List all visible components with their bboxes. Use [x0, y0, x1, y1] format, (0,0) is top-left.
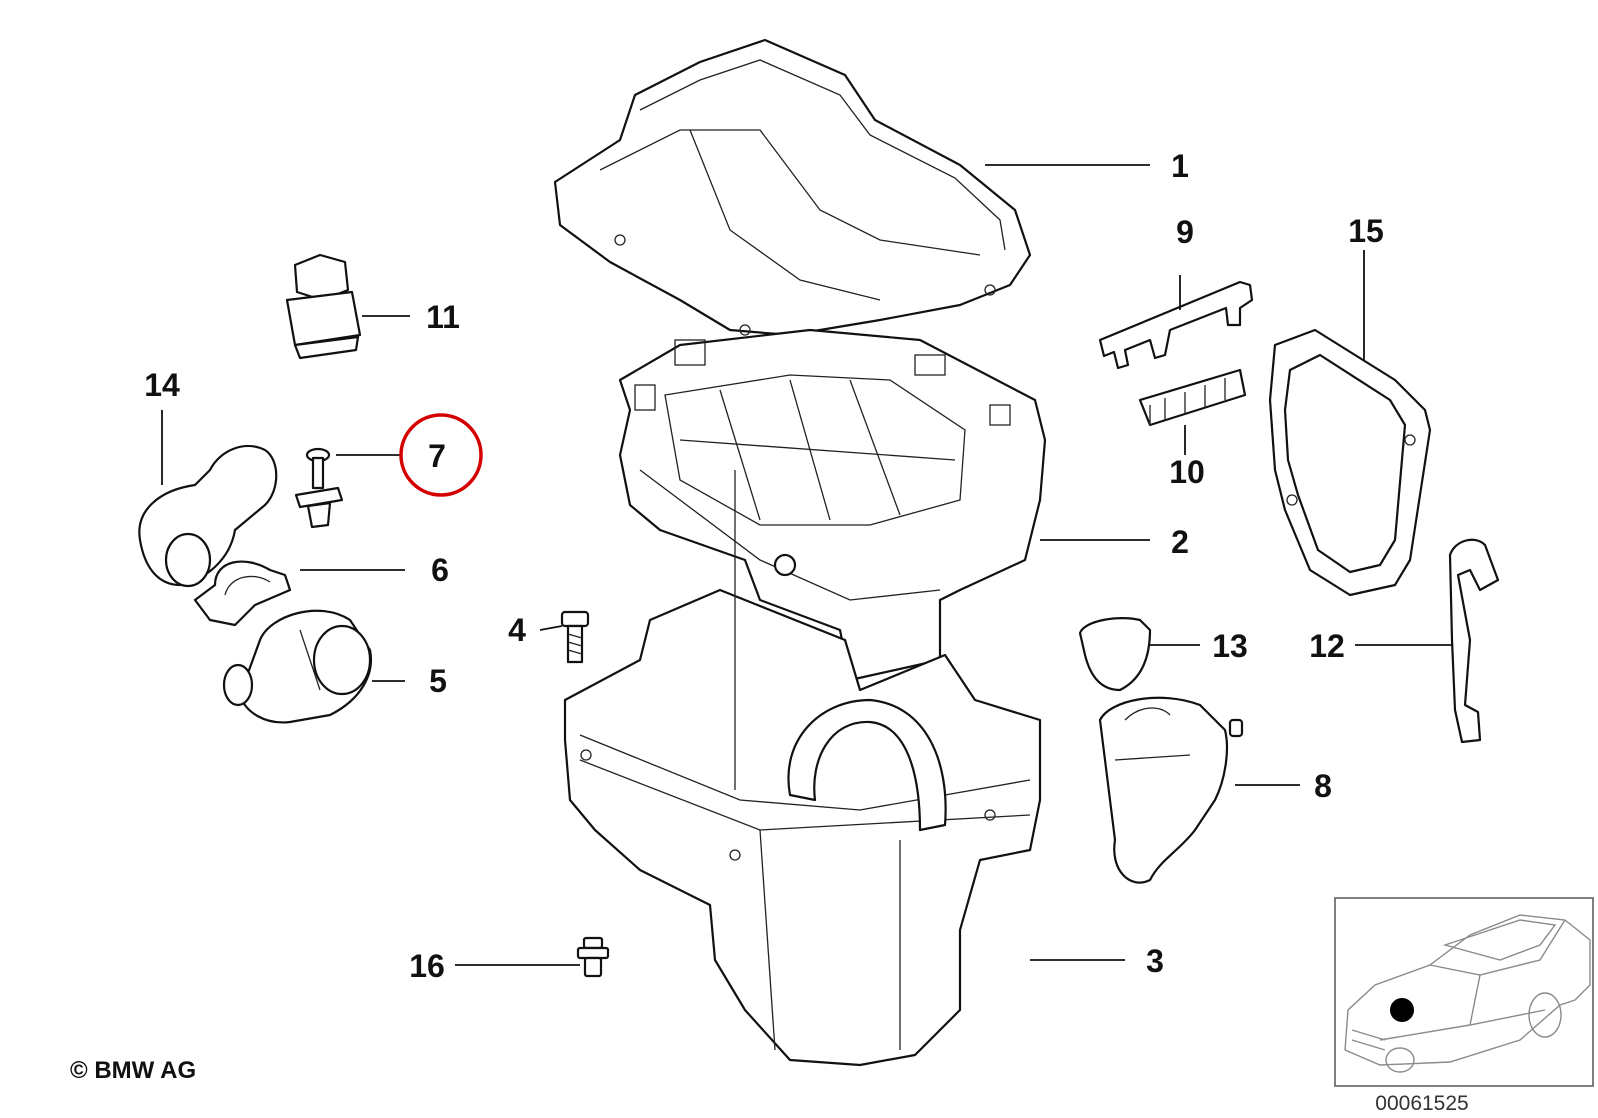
callout-8: 8: [1314, 768, 1332, 804]
car-outline-icon: [1344, 914, 1591, 1073]
part-1-cover: [553, 38, 1032, 337]
highlight-circle: [399, 413, 483, 497]
callout-labels: 1 2 3 4 5 6 7 8 9 10 11 12 13 14 15 16: [144, 148, 1384, 984]
callout-11: 11: [426, 299, 460, 335]
part-8-intake-scoop: [1098, 696, 1244, 884]
callout-13: 13: [1212, 628, 1248, 664]
part-9-strip: [1098, 280, 1254, 370]
part-6-clamp: [193, 560, 292, 627]
locator-inset: 00061525: [1334, 897, 1594, 1115]
part-4-bolt: [560, 610, 590, 664]
callout-4: 4: [508, 612, 526, 648]
callout-16: 16: [409, 948, 445, 984]
callout-1: 1: [1171, 148, 1189, 184]
part-7-push-rivet: [294, 447, 344, 529]
callout-2: 2: [1171, 524, 1189, 560]
part-15-gasket: [1268, 328, 1432, 597]
part-2-upper-housing: [618, 328, 1047, 682]
reference-number: 00061525: [1375, 1092, 1468, 1115]
callout-3: 3: [1146, 943, 1164, 979]
location-marker: [1390, 998, 1414, 1022]
part-10-connector-holder: [1138, 368, 1247, 427]
callout-12: 12: [1309, 628, 1345, 664]
callout-10: 10: [1169, 454, 1205, 490]
callout-14: 14: [144, 367, 180, 403]
part-5-intake-elbow: [222, 609, 373, 724]
callout-5: 5: [429, 663, 447, 699]
part-13-cap: [1078, 617, 1152, 692]
leader-lines: [161, 164, 1452, 966]
part-16-grommet: [576, 936, 610, 978]
callout-9: 9: [1176, 214, 1194, 250]
callout-15: 15: [1348, 213, 1384, 249]
part-14-hose: [138, 445, 278, 588]
callout-7: 7: [428, 438, 446, 474]
part-12-strap: [1448, 538, 1500, 744]
copyright-text: © BMW AG: [70, 1057, 196, 1084]
part-3-lower-housing: [563, 470, 1042, 1067]
callout-6: 6: [431, 552, 449, 588]
part-11-sensor: [285, 253, 362, 360]
